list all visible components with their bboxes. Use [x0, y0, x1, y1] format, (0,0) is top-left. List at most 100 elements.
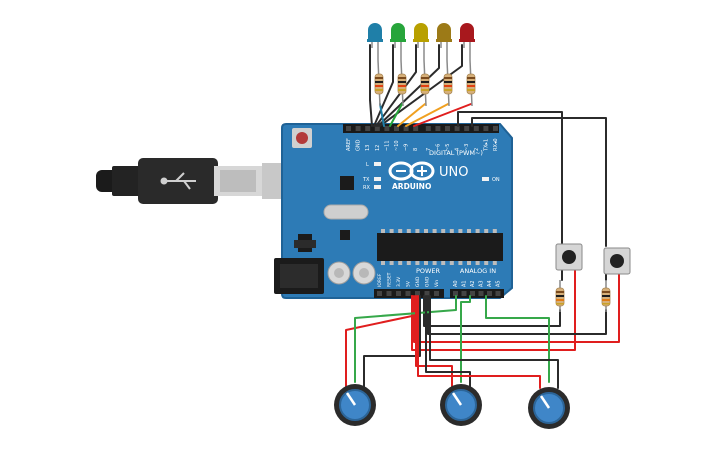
digital-pin-hole — [473, 126, 479, 131]
resistor-band — [398, 77, 406, 79]
led-on-label: ON — [492, 177, 500, 183]
wire-res2-gnd — [427, 295, 607, 335]
digital-pin-hole — [413, 126, 419, 131]
led-dome[interactable] — [414, 23, 428, 40]
led-rim — [436, 39, 452, 42]
resistor-band — [444, 89, 452, 91]
led-resistors — [374, 59, 476, 107]
pushbutton-2[interactable] — [603, 247, 631, 275]
digital-pin-label: ~5 — [445, 144, 451, 151]
voltage-regulator-tab — [294, 240, 316, 248]
digital-header-pins — [346, 126, 498, 131]
wire-pot1-5v — [345, 295, 413, 389]
digital-pin-hole — [384, 126, 390, 131]
led-dome[interactable] — [437, 23, 451, 40]
led-rim — [459, 39, 475, 42]
resistor-band — [421, 81, 429, 83]
atmega-chip-legs — [381, 229, 497, 265]
chip-leg — [441, 229, 446, 233]
led-resistor-5 — [466, 59, 476, 107]
potentiometer-1-indicator — [345, 392, 357, 406]
digital-pin-hole — [365, 126, 371, 131]
wire-led3-signal — [397, 103, 426, 127]
led-l-label: L — [366, 162, 369, 168]
wire-res1-gnd — [423, 295, 561, 327]
chip-leg — [406, 229, 411, 233]
wire-pot1-wiper — [354, 295, 457, 383]
pushbutton-1-cap[interactable] — [562, 250, 576, 264]
led-3[interactable] — [413, 23, 429, 60]
led-rx-label: RX — [363, 185, 370, 191]
power-pin-label: 3.3V — [396, 276, 402, 287]
analog-pin-label: A4 — [487, 280, 493, 287]
chip-leg — [406, 261, 411, 265]
chip-leg — [475, 229, 480, 233]
resistor-band — [375, 85, 383, 87]
chip-leg — [441, 261, 446, 265]
led-resistor-2 — [397, 59, 407, 107]
resistor-band — [444, 81, 452, 83]
led-resistor-1 — [374, 59, 384, 107]
power-jack-inner — [280, 264, 318, 288]
wire-led2-signal — [389, 103, 403, 127]
power-pin-hole — [386, 291, 392, 296]
reset-button-cap[interactable] — [296, 132, 308, 144]
potentiometer-1[interactable] — [334, 384, 376, 426]
wire-button1-5v — [411, 261, 576, 351]
wire-pot3-5v — [417, 295, 541, 389]
power-pin-hole — [415, 291, 420, 296]
led-rim — [367, 39, 383, 42]
wire-led1-gnd — [369, 44, 373, 127]
pushbutton-1[interactable] — [555, 243, 583, 271]
potentiometer-3-indicator — [539, 395, 551, 409]
led-1[interactable] — [367, 23, 383, 60]
digital-pin-label: 4 — [455, 148, 461, 151]
usb-plug-inner — [220, 170, 256, 192]
resistor-band — [375, 81, 383, 83]
crystal-oscillator — [323, 204, 369, 220]
wire-led5-gnd — [379, 44, 463, 127]
usb-icon — [160, 172, 196, 190]
led-4[interactable] — [436, 23, 452, 60]
led-5[interactable] — [459, 23, 475, 60]
resistor-band — [375, 77, 383, 79]
power-pin-hole — [377, 291, 382, 296]
led-2[interactable] — [390, 23, 406, 60]
pushbutton-2-cap[interactable] — [610, 254, 624, 268]
digital-pin-hole — [464, 126, 470, 131]
usb-cable — [96, 158, 292, 204]
chip-leg — [432, 229, 437, 233]
power-label: POWER — [416, 267, 441, 275]
led-l — [374, 162, 381, 166]
chip-leg — [398, 229, 403, 233]
potentiometer-2[interactable] — [440, 384, 482, 426]
resistor-band — [467, 81, 475, 83]
wire-button2-5v — [413, 261, 620, 343]
analog-pin-hole — [487, 291, 492, 296]
chip-leg — [424, 229, 428, 233]
analog-pin-hole — [470, 291, 475, 296]
pulldown-resistor-2 — [601, 280, 611, 312]
digital-pin-hole — [483, 126, 489, 131]
digital-pin-label: 13 — [365, 145, 371, 151]
digital-label: DIGITAL (PWM~) — [429, 149, 483, 157]
chip-leg — [381, 229, 385, 233]
led-dome[interactable] — [460, 23, 474, 40]
chip-leg — [449, 261, 454, 265]
resistor-band — [444, 77, 452, 79]
led-dome[interactable] — [368, 23, 382, 40]
digital-pin-label: ~3 — [464, 144, 470, 151]
chip-leg — [467, 229, 471, 233]
chip-leg — [484, 261, 489, 265]
digital-pin-label: TX▸1 — [483, 139, 489, 152]
bottom-header-pins — [377, 291, 501, 296]
resistor-band — [444, 85, 452, 87]
wire-led3-gnd — [375, 44, 417, 127]
digital-pin-label: AREF — [346, 138, 352, 151]
potentiometer-3[interactable] — [528, 387, 570, 429]
wire-pot1-gnd — [363, 295, 421, 389]
led-dome[interactable] — [391, 23, 405, 40]
